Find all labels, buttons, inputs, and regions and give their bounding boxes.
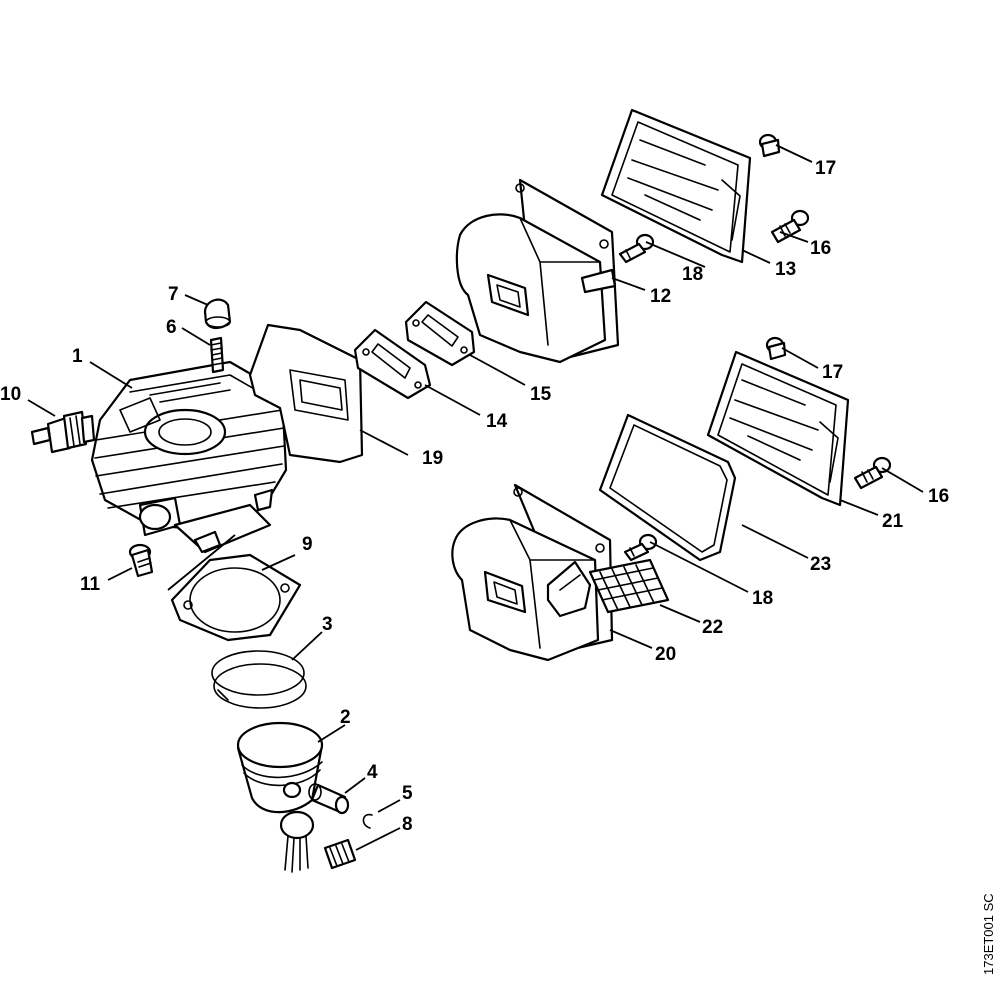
leader-lines — [27, 144, 924, 851]
part-gasket-14 — [353, 328, 432, 400]
part-muffler-lower — [451, 483, 614, 662]
callout-23: 23 — [810, 554, 831, 575]
part-screw-16-lower — [853, 456, 892, 490]
callout-15: 15 — [530, 384, 552, 405]
callout-12: 12 — [650, 286, 671, 307]
callout-5: 5 — [402, 783, 413, 804]
part-cover-lower — [706, 350, 850, 507]
part-screw-18-lower — [623, 533, 658, 562]
callout-2: 2 — [340, 707, 351, 728]
callout-16-lower: 16 — [928, 486, 949, 507]
part-spark-plug — [30, 410, 96, 454]
callout-16-upper: 16 — [810, 238, 831, 259]
callout-labels: 1 2 3 4 5 6 7 8 9 10 11 12 13 14 15 16 1… — [0, 158, 949, 835]
callout-3: 3 — [322, 614, 333, 635]
callout-13: 13 — [775, 259, 796, 280]
callout-8: 8 — [402, 814, 413, 835]
part-cylinder — [90, 360, 288, 554]
part-screw-16-upper — [770, 209, 810, 244]
callout-9: 9 — [302, 534, 313, 555]
part-spark-arrester-screen — [588, 558, 670, 614]
part-stud — [209, 336, 225, 374]
part-nut — [203, 298, 232, 330]
part-connecting-rod — [279, 810, 315, 873]
callout-18-upper: 18 — [682, 264, 703, 285]
callout-17-lower: 17 — [822, 362, 843, 383]
callout-14: 14 — [486, 411, 508, 432]
part-screw-11 — [128, 543, 154, 578]
callout-22: 22 — [702, 617, 723, 638]
part-muffler-upper — [455, 178, 620, 364]
part-needle-cage — [323, 838, 357, 870]
callout-17-upper: 17 — [815, 158, 836, 179]
callout-1: 1 — [72, 346, 83, 367]
part-piston — [236, 721, 324, 814]
callout-21: 21 — [882, 511, 904, 532]
part-heat-shield — [248, 323, 364, 464]
part-base-gasket — [170, 553, 302, 642]
part-screw-17-upper — [758, 133, 781, 158]
callout-10: 10 — [0, 384, 21, 405]
part-gasket-15 — [404, 300, 476, 367]
part-screw-18-upper — [618, 233, 655, 264]
callout-20: 20 — [655, 644, 676, 665]
callout-18-lower: 18 — [752, 588, 773, 609]
callout-4: 4 — [367, 762, 378, 783]
part-piston-rings — [211, 650, 307, 709]
drawing-code: 173ET001 SC — [981, 893, 996, 975]
callout-6: 6 — [166, 317, 177, 338]
callout-7: 7 — [168, 284, 179, 305]
part-piston-pin — [308, 783, 350, 815]
callout-11: 11 — [80, 574, 101, 595]
callout-19: 19 — [422, 448, 443, 469]
part-cover-upper — [600, 108, 752, 264]
part-cover-gasket — [598, 413, 737, 562]
part-circlip — [362, 813, 373, 829]
part-screw-17-lower — [765, 336, 787, 361]
